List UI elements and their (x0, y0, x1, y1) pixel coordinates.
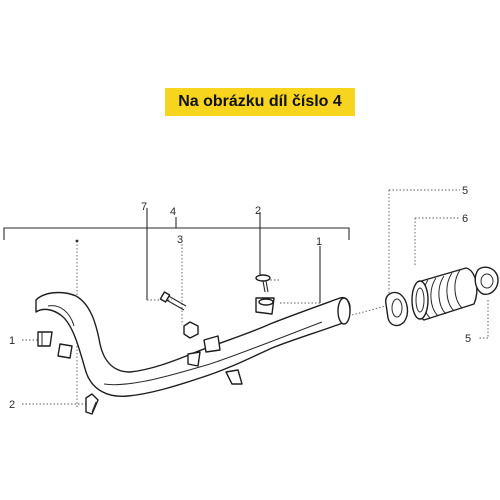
left-bolt (85, 393, 99, 415)
callout-6: 6 (462, 213, 468, 225)
leader-7 (146, 208, 172, 301)
gasket-right (474, 266, 499, 296)
stud-bolt (159, 291, 187, 311)
callout-5-bottom: 5 (465, 333, 471, 345)
gasket-left (385, 291, 409, 327)
callout-5-top: 5 (462, 185, 468, 197)
callout-3: 3 (177, 234, 183, 246)
callout-2-left: 2 (9, 399, 15, 411)
leader-5-top (388, 189, 460, 300)
exhaust-pipe (35, 291, 351, 397)
top-screw (255, 274, 271, 293)
leader-1-right (280, 246, 321, 304)
leader-2-top (259, 212, 280, 281)
centre-axis (351, 305, 387, 316)
callout-2-top: 2 (255, 205, 261, 217)
callout-1-left: 1 (9, 335, 15, 347)
callout-4: 4 (170, 206, 176, 218)
top-washer (258, 298, 274, 306)
leader-5-bottom (478, 300, 489, 339)
nut (183, 321, 199, 339)
left-clamp (37, 331, 53, 347)
leader-6 (414, 217, 460, 266)
callout-1-right: 1 (316, 236, 322, 248)
assembly-bracket (3, 217, 350, 240)
callout-7: 7 (141, 201, 147, 213)
part-number-banner: Na obrázku díl číslo 4 (165, 88, 355, 116)
leader-left-vertical (75, 239, 79, 408)
bellows-hose (411, 267, 478, 321)
